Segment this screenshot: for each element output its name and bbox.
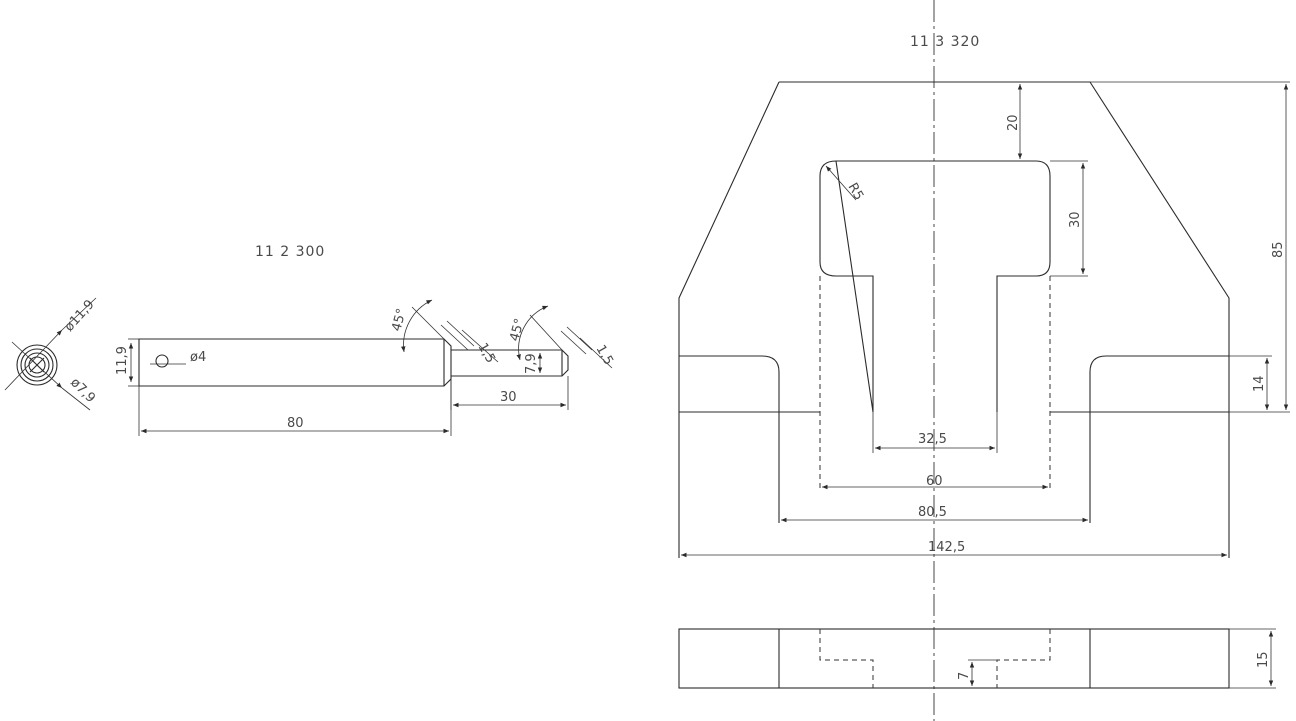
- part-b-radius-label: R5: [845, 181, 867, 203]
- part-b-step-height-label: 14: [1252, 375, 1267, 392]
- part-a-height-dimension: [128, 338, 139, 387]
- part-a-end-view: [4, 297, 97, 411]
- part-a-length-end-label: 30: [500, 390, 517, 405]
- part-a-outer-dia-label: ø11,9: [62, 297, 98, 334]
- part-b-t-slot: [819, 160, 1051, 413]
- part-b-dim-14: [1229, 355, 1272, 410]
- part-b-bottom-view: [678, 628, 1276, 689]
- part-b-code: 11 3 320: [910, 34, 980, 50]
- part-b-total-height-label: 85: [1271, 241, 1286, 258]
- part-a-length-30-dimension: [450, 376, 569, 410]
- part-a-drawing: 11 2 300 ø11,9 ø7,9 ø4: [4, 244, 616, 436]
- part-a-chamfer-angle-2-label: 45°: [507, 317, 527, 343]
- part-a-side-height-label: 11,9: [115, 346, 130, 375]
- part-b-outline: [678, 81, 1230, 558]
- part-b-drawing: 11 3 320 20 R5 30 85: [678, 0, 1290, 721]
- part-b-total-width-label: 142,5: [928, 540, 965, 555]
- part-b-neck-width-label: 32,5: [918, 432, 947, 447]
- part-b-slot-height-label: 30: [1068, 211, 1083, 228]
- part-a-chamfer-angle-1-label: 45°: [389, 307, 409, 333]
- part-b-radius-leader: [825, 165, 857, 201]
- part-a-length-main-label: 80: [287, 416, 304, 431]
- part-b-thickness-label: 15: [1256, 651, 1271, 668]
- part-b-step-width-label: 80,5: [918, 505, 947, 520]
- part-a-inner-dia-label: ø7,9: [67, 375, 98, 406]
- part-b-slot-width-label: 60: [926, 474, 943, 489]
- part-a-hole-dia-label: ø4: [190, 350, 206, 365]
- part-b-dim-30: [1050, 160, 1088, 277]
- part-a-end-height-label: 7,9: [524, 353, 539, 374]
- part-a-chamfer-2-dimension: [516, 305, 613, 377]
- part-b-dim-85: [1090, 81, 1290, 413]
- part-a-code: 11 2 300: [255, 244, 325, 260]
- part-b-depth-label: 7: [957, 672, 972, 680]
- part-a-chamfer-1-dimension: [401, 299, 499, 363]
- part-b-top-offset-label: 20: [1006, 114, 1021, 131]
- part-a-chamfer-2-label: 1,5: [593, 343, 616, 368]
